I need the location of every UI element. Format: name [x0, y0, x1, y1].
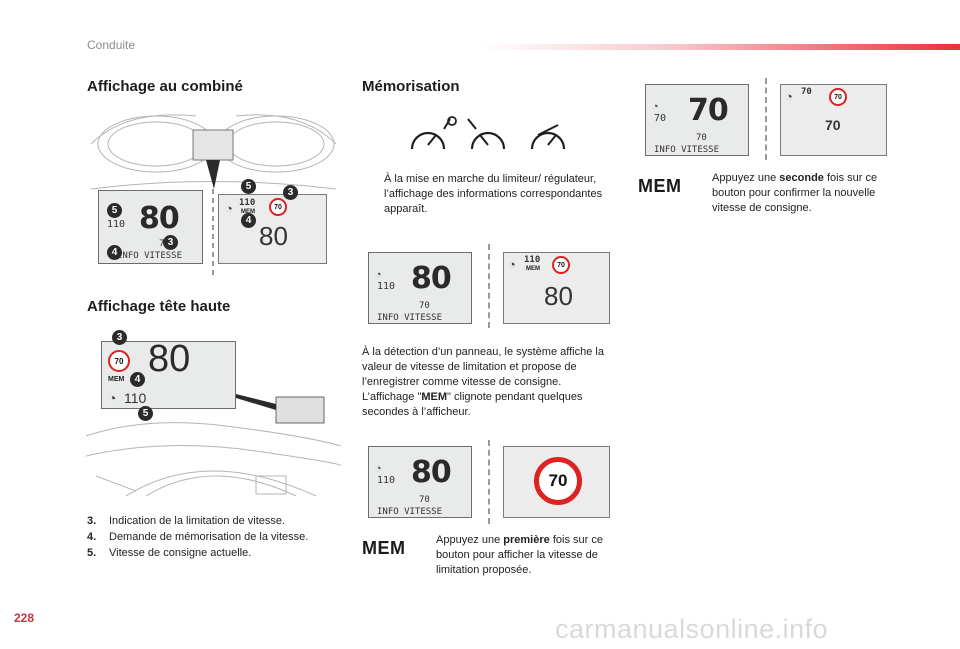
separator	[488, 440, 490, 524]
right2-limit-sign: 70	[829, 88, 847, 106]
speedometer-icon: ◔	[508, 257, 516, 272]
instrument-cluster-illustration	[90, 114, 337, 276]
mid1-set-110: 110	[377, 281, 396, 292]
hud-set-110: 110	[124, 390, 147, 406]
bullet-first-press: Appuyez une première fois sur ce bouton …	[418, 533, 623, 578]
right-lcd-1: ◔ 70 70 70 INFO VITESSE	[645, 84, 749, 156]
legend-item-5: 5. Vitesse de consigne actuelle.	[87, 547, 252, 559]
mid2-limit-sign: 70	[552, 256, 570, 274]
bottom1-set-110: 110	[377, 475, 396, 486]
paragraph-detection: À la détection d’un panneau, le système …	[362, 346, 604, 418]
speedometer-icon: ◔	[225, 201, 233, 216]
cluster-lcd-left: 80 110 70 INFO VITESSE 5 4 3	[98, 190, 203, 264]
bottom-lcd-1: ◔ 110 80 70 INFO VITESSE	[368, 446, 472, 518]
bottom1-info: INFO VITESSE	[377, 507, 443, 517]
cluster-set-110-right: 110	[239, 198, 256, 208]
speedometer-icon: ◔	[375, 269, 382, 281]
legend-list: 3. Indication de la limitation de vitess…	[87, 513, 347, 561]
header-accent-bar	[480, 44, 960, 50]
badge-3: 3	[163, 235, 178, 250]
section-title: Conduite	[87, 38, 136, 52]
mid2-mem: MEM	[526, 266, 540, 272]
speedometer-icon: ◔	[375, 463, 382, 475]
mid1-info: INFO VITESSE	[377, 313, 443, 323]
hud-badge-4: 4	[130, 372, 145, 387]
hud-badge-5: 5	[138, 406, 153, 421]
heading-combine: Affichage au combiné	[87, 78, 243, 95]
page-number: 228	[14, 611, 35, 625]
separator	[488, 244, 490, 328]
speedometer-icon: ◔	[108, 390, 117, 406]
bullet-second-press: Appuyez une seconde fois sur ce bouton p…	[692, 171, 892, 216]
limiter-icon	[447, 116, 457, 126]
badge-5: 5	[107, 203, 122, 218]
speedometer-icon: ◔	[652, 101, 659, 113]
hud-mem: MEM	[108, 376, 125, 383]
mid-lcd-1: ◔ 110 80 70 INFO VITESSE	[368, 252, 472, 324]
mid2-set-110: 110	[524, 255, 541, 265]
gauge-icons-row	[410, 116, 566, 150]
cluster-mem-right: MEM	[241, 209, 255, 215]
cluster-speed-80: 80	[139, 201, 180, 236]
head-up-display-illustration	[86, 394, 341, 496]
mem-button-label-right: MEM	[638, 176, 682, 196]
cluster-lcd-right: ◔ 110 MEM 70 80 5 3 4	[218, 179, 327, 264]
watermark: carmanualsonline.info	[555, 614, 829, 644]
mid-lcd-2: ◔ 110 MEM 70 80	[503, 252, 610, 324]
heading-hud: Affichage tête haute	[87, 298, 231, 315]
speedometer-icon: ◔	[785, 89, 793, 104]
cluster-speed-80-right: 80	[259, 221, 288, 251]
cluster-info-vitesse: INFO VITESSE	[117, 251, 183, 261]
right1-limit-70: 70	[654, 113, 667, 124]
heading-memorisation: Mémorisation	[362, 78, 460, 95]
right-lcd-2: ◔ 70 70 70	[780, 84, 887, 156]
hud-speed-80: 80	[148, 338, 191, 380]
right2-speed-70: 70	[825, 117, 841, 133]
right1-limit-70-small: 70	[696, 133, 707, 143]
badge-4: 4	[107, 245, 122, 260]
separator	[765, 78, 767, 160]
legend-item-4: 4. Demande de mémorisation de la vitesse…	[87, 531, 309, 543]
limit-sign-small: 70	[269, 198, 287, 216]
legend-item-3: 3. Indication de la limitation de vitess…	[87, 515, 286, 527]
cluster-set-110: 110	[107, 219, 126, 230]
bullet-icon	[368, 172, 384, 217]
bullet-activation: À la mise en marche du limiteur/ régulat…	[368, 172, 618, 217]
right1-speed-70: 70	[688, 93, 729, 128]
limit-sign-large: 70	[534, 457, 582, 505]
hud-badge-3: 3	[112, 330, 127, 345]
right1-info: INFO VITESSE	[654, 145, 720, 155]
bottom1-limit-70: 70	[419, 495, 430, 505]
right2-set-70: 70	[801, 87, 812, 97]
hud-limit-sign: 70	[108, 350, 130, 372]
badge-3-right: 3	[283, 185, 298, 200]
mid1-speed-80: 80	[411, 261, 452, 296]
mid2-speed-80: 80	[544, 281, 573, 311]
bottom-lcd-2: 70	[503, 446, 610, 518]
mid1-limit-70: 70	[419, 301, 430, 311]
bottom1-speed-80: 80	[411, 455, 452, 490]
badge-4-right: 4	[241, 213, 256, 228]
bullet-icon	[418, 533, 436, 578]
bullet-icon	[692, 171, 712, 216]
badge-5-right: 5	[241, 179, 256, 194]
hud-display: 70 80 MEM ◔ 110 3 4 5	[101, 330, 236, 421]
mem-button-label: MEM	[362, 538, 406, 558]
